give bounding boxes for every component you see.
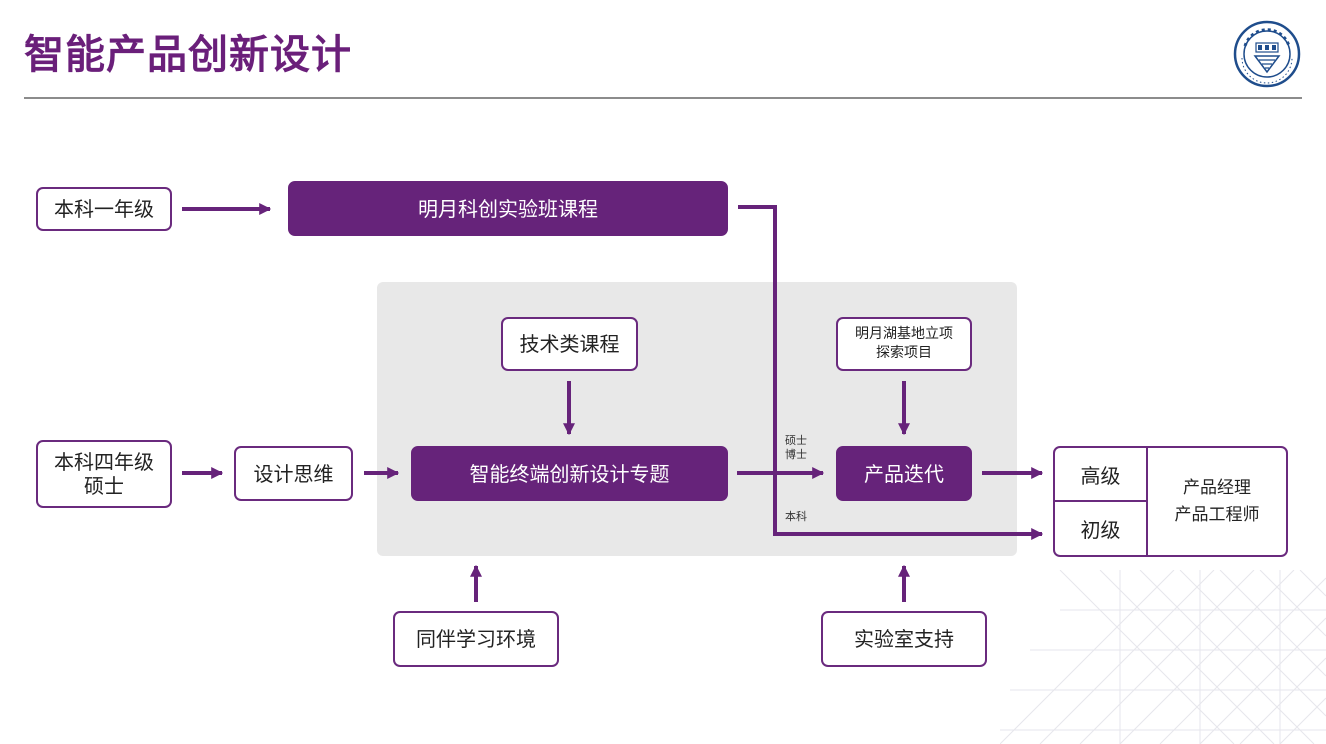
background-lattice-pattern (1000, 570, 1326, 744)
title-divider (24, 97, 1302, 99)
level-senior: 高级 (1080, 463, 1121, 488)
level-junior: 初级 (1080, 518, 1121, 542)
page-title: 智能产品创新设计 (24, 32, 352, 78)
node-product-iteration: 产品迭代 (836, 446, 972, 501)
career-divider-vertical (1146, 446, 1148, 557)
node-lab-support: 实验室支持 (821, 611, 987, 667)
node-mingyue-class: 明月科创实验班课程 (288, 181, 728, 236)
node-design-thinking: 设计思维 (234, 446, 353, 501)
label-master-phd: 硕士 博士 (785, 434, 807, 462)
node-tech-courses: 技术类课程 (501, 317, 638, 371)
career-roles: 产品经理 产品工程师 (1174, 478, 1260, 525)
node-smart-terminal-topic: 智能终端创新设计专题 (411, 446, 728, 501)
career-divider-horizontal (1053, 500, 1147, 502)
node-mingyue-lake-project: 明月湖基地立项 探索项目 (836, 317, 972, 371)
node-undergrad-year1: 本科一年级 (36, 187, 172, 231)
node-undergrad-year4-master: 本科四年级 硕士 (36, 440, 172, 508)
university-seal-icon (1233, 20, 1301, 88)
label-undergrad: 本科 (785, 510, 807, 523)
node-peer-learning: 同伴学习环境 (393, 611, 559, 667)
